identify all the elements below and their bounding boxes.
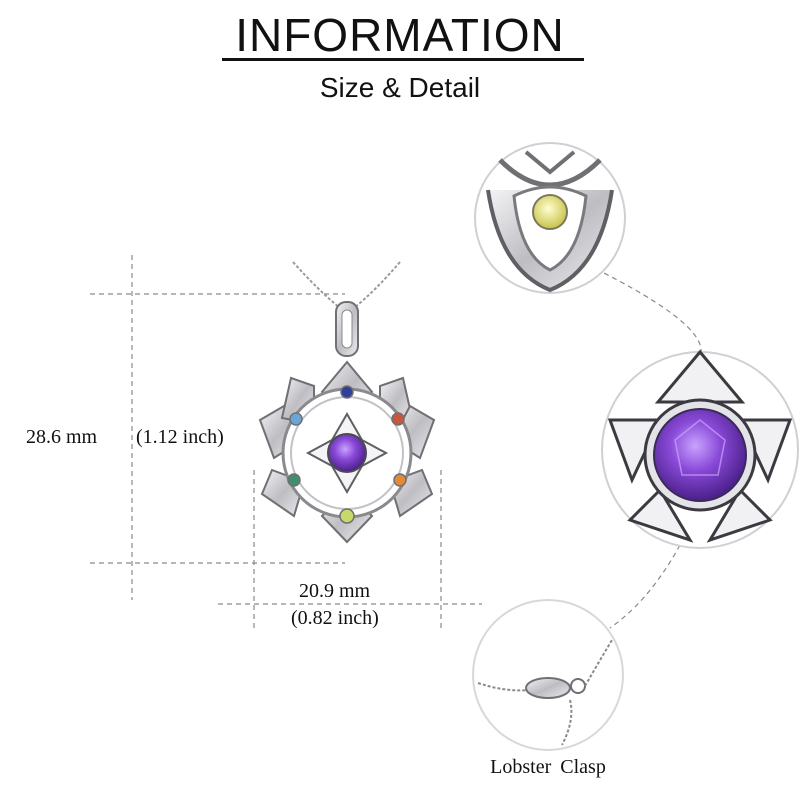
height-mm-label: 28.6 mm [26,426,98,448]
height-inch-label: (1.12 inch) [136,426,224,448]
citrine-stone [532,194,568,230]
connector-arc [587,264,702,361]
center-amethyst [327,433,367,473]
detail-amethyst-lotus [601,349,799,549]
detail-heart-bezel [474,142,626,294]
amethyst-stone [653,408,747,502]
width-mm-label: 20.9 mm [299,580,371,602]
connector-arc-lower [609,544,681,629]
title-underline [222,58,584,61]
clasp-caption: Lobster Clasp [490,756,606,778]
chakra-stones [287,385,407,524]
necklace-chain [292,261,401,309]
page-title: INFORMATION [235,9,565,61]
pendant [258,301,436,544]
page-subtitle: Size & Detail [319,72,481,103]
detail-lobster-clasp [472,599,624,751]
width-inch-label: (0.82 inch) [291,607,379,629]
dimension-lines [90,255,702,632]
